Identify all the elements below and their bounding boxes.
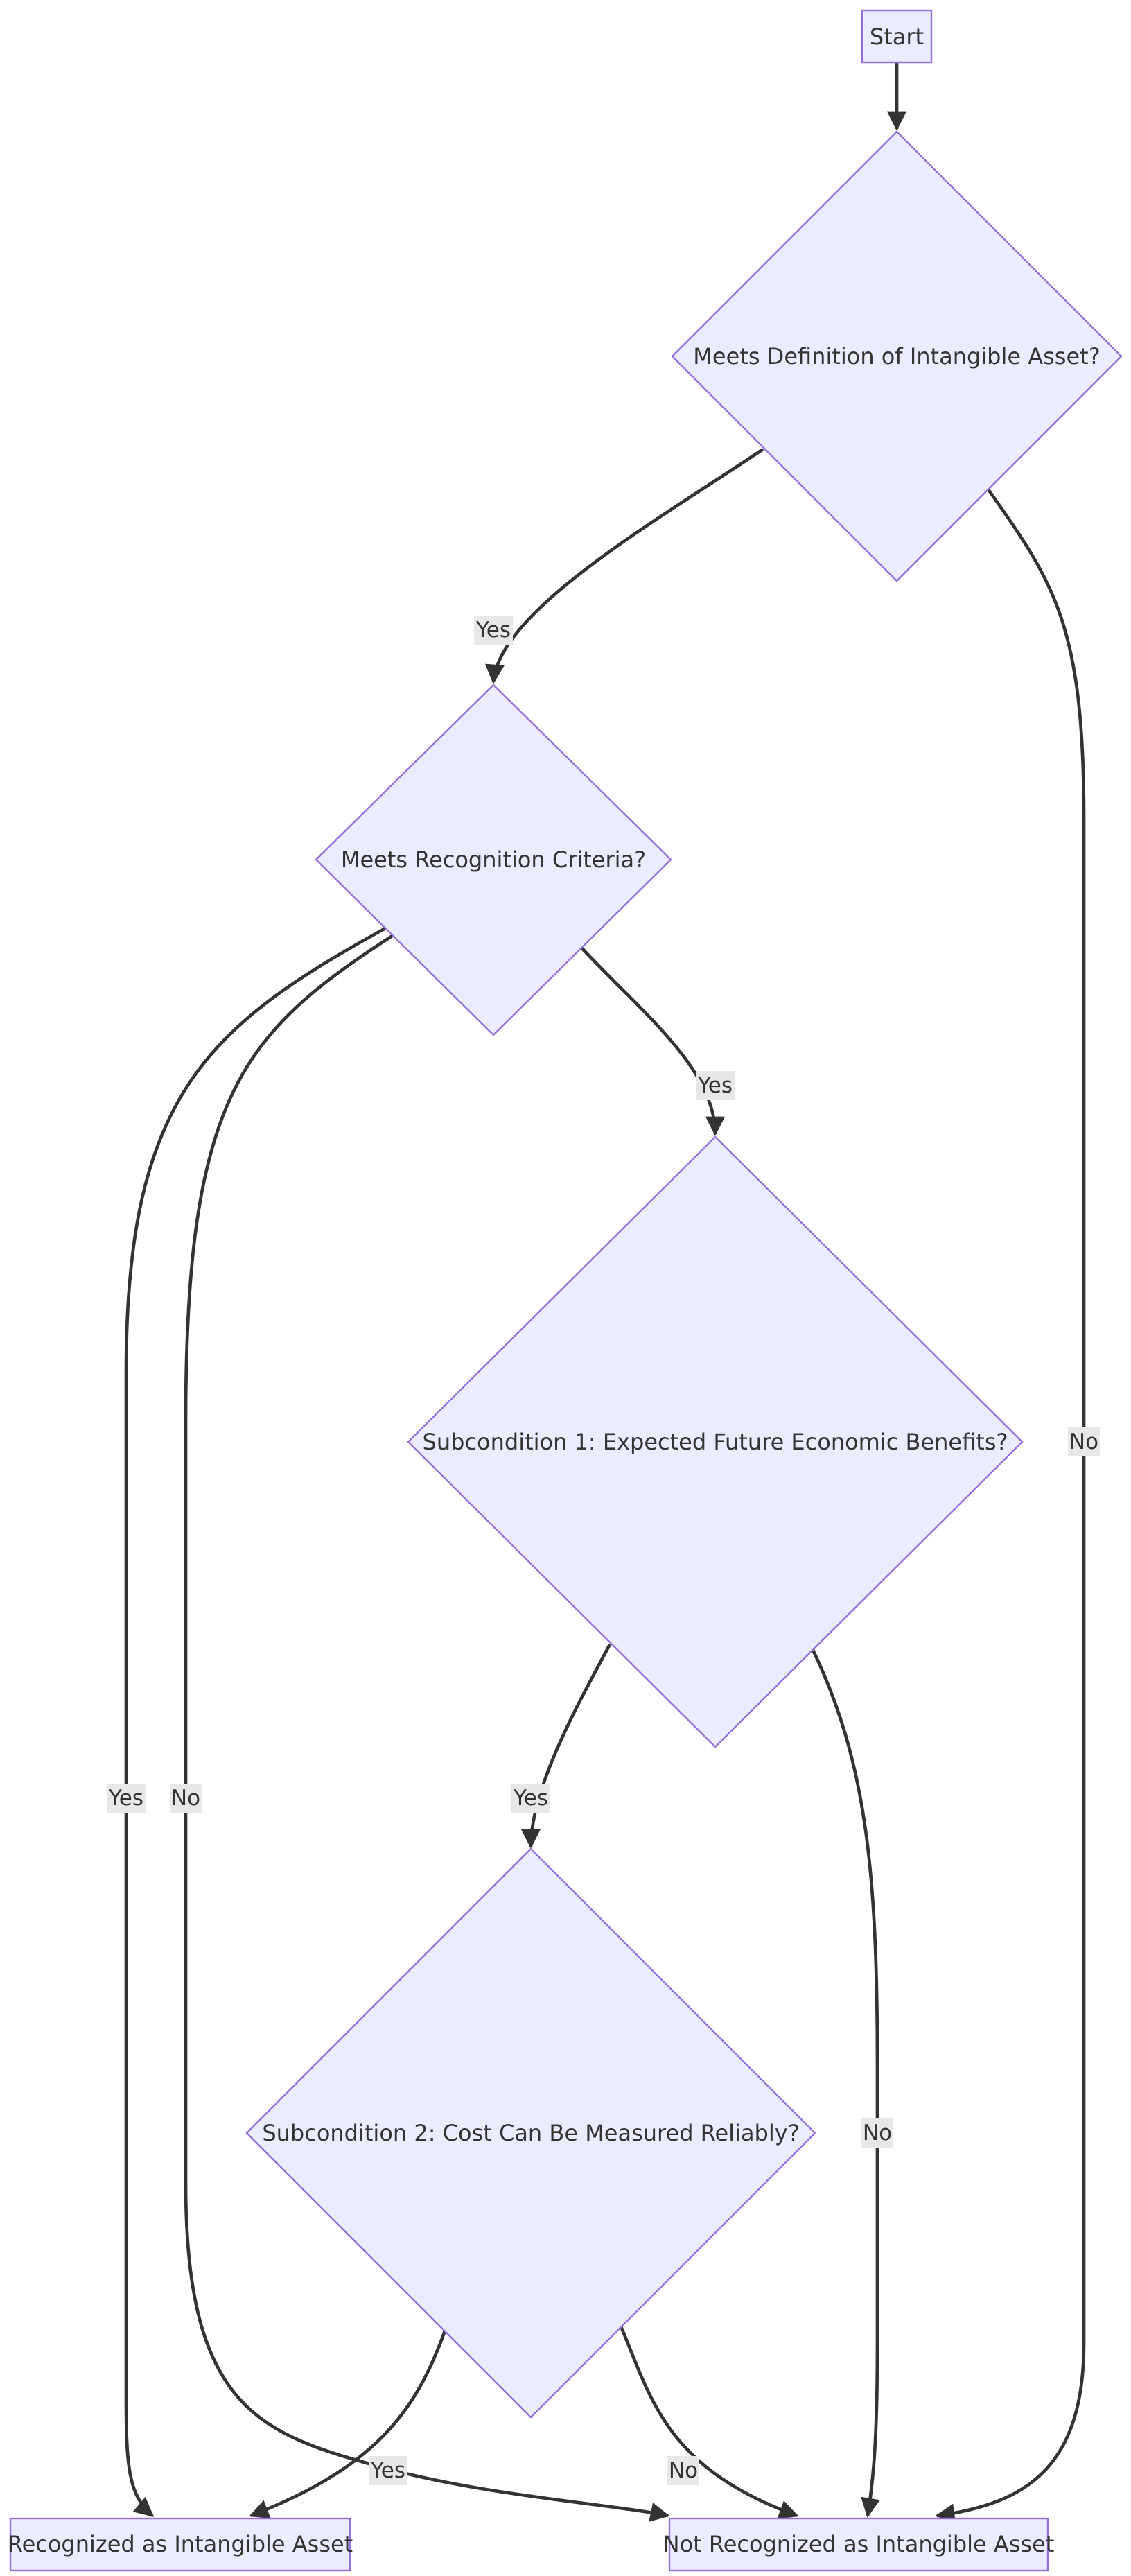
svg-text:Yes: Yes [370, 2458, 405, 2483]
edge-label-sub1-no: No [861, 2118, 893, 2148]
definition-decision[interactable]: Meets Definition of Intangible Asset? [671, 130, 1123, 582]
edge-recognition-yes-to-sub1 [580, 946, 726, 1136]
svg-text:Yes: Yes [697, 1073, 733, 1098]
edge-label-recognition-yes-left: Yes [107, 1784, 146, 1813]
recognition-decision-label: Meets Recognition Criteria? [341, 846, 646, 873]
edge-label-recognition-no-left: No [170, 1784, 202, 1813]
sub2-decision-label: Subcondition 2: Cost Can Be Measured Rel… [262, 2120, 799, 2146]
svg-text:No: No [863, 2121, 892, 2146]
edges [124, 62, 1086, 2523]
svg-text:Yes: Yes [475, 618, 511, 643]
edge-sub2-no-to-not-recognized [619, 2326, 799, 2519]
edge-definition-yes-to-recognition [484, 448, 764, 684]
recognized-node[interactable]: Recognized as Intangible Asset [8, 2517, 353, 2572]
edge-recognition-yes-to-recognized [124, 925, 388, 2517]
start-node[interactable]: Start [861, 9, 933, 64]
edge-label-sub2-yes: Yes [369, 2456, 407, 2485]
sub1-decision[interactable]: Subcondition 1: Expected Future Economic… [407, 1135, 1024, 1748]
nodes: Start Meets Definition of Intangible Ass… [8, 9, 1123, 2572]
svg-text:No: No [669, 2458, 698, 2483]
svg-text:Yes: Yes [513, 1786, 548, 1811]
edge-label-definition-yes: Yes [474, 616, 513, 645]
start-node-label: Start [870, 24, 924, 50]
edge-sub1-no-to-not-recognized [810, 1647, 881, 2518]
svg-text:No: No [1069, 1429, 1098, 1454]
sub2-decision[interactable]: Subcondition 2: Cost Can Be Measured Rel… [245, 1847, 816, 2419]
edge-label-definition-no: No [1068, 1427, 1100, 1456]
svg-text:No: No [171, 1786, 200, 1811]
edge-definition-no-to-not-recognized [935, 488, 1086, 2523]
edge-label-recognition-yes: Yes [696, 1071, 735, 1100]
svg-text:Yes: Yes [108, 1786, 143, 1811]
edge-label-sub2-no: No [667, 2456, 699, 2485]
edge-sub2-yes-to-recognized [249, 2330, 447, 2518]
recognition-decision[interactable]: Meets Recognition Criteria? [315, 684, 672, 1036]
sub1-decision-label: Subcondition 1: Expected Future Economic… [423, 1429, 1008, 1455]
not-recognized-node-label: Not Recognized as Intangible Asset [663, 2531, 1055, 2557]
edge-recognition-no-to-not-recognized [184, 934, 670, 2522]
definition-decision-label: Meets Definition of Intangible Asset? [693, 343, 1100, 369]
edge-sub1-yes-to-sub2 [520, 1643, 612, 1849]
edge-label-sub1-yes: Yes [511, 1784, 550, 1813]
not-recognized-node[interactable]: Not Recognized as Intangible Asset [663, 2517, 1055, 2572]
recognized-node-label: Recognized as Intangible Asset [8, 2531, 353, 2557]
edge-labels: Yes No Yes No Yes Yes No Yes [107, 616, 1100, 2485]
